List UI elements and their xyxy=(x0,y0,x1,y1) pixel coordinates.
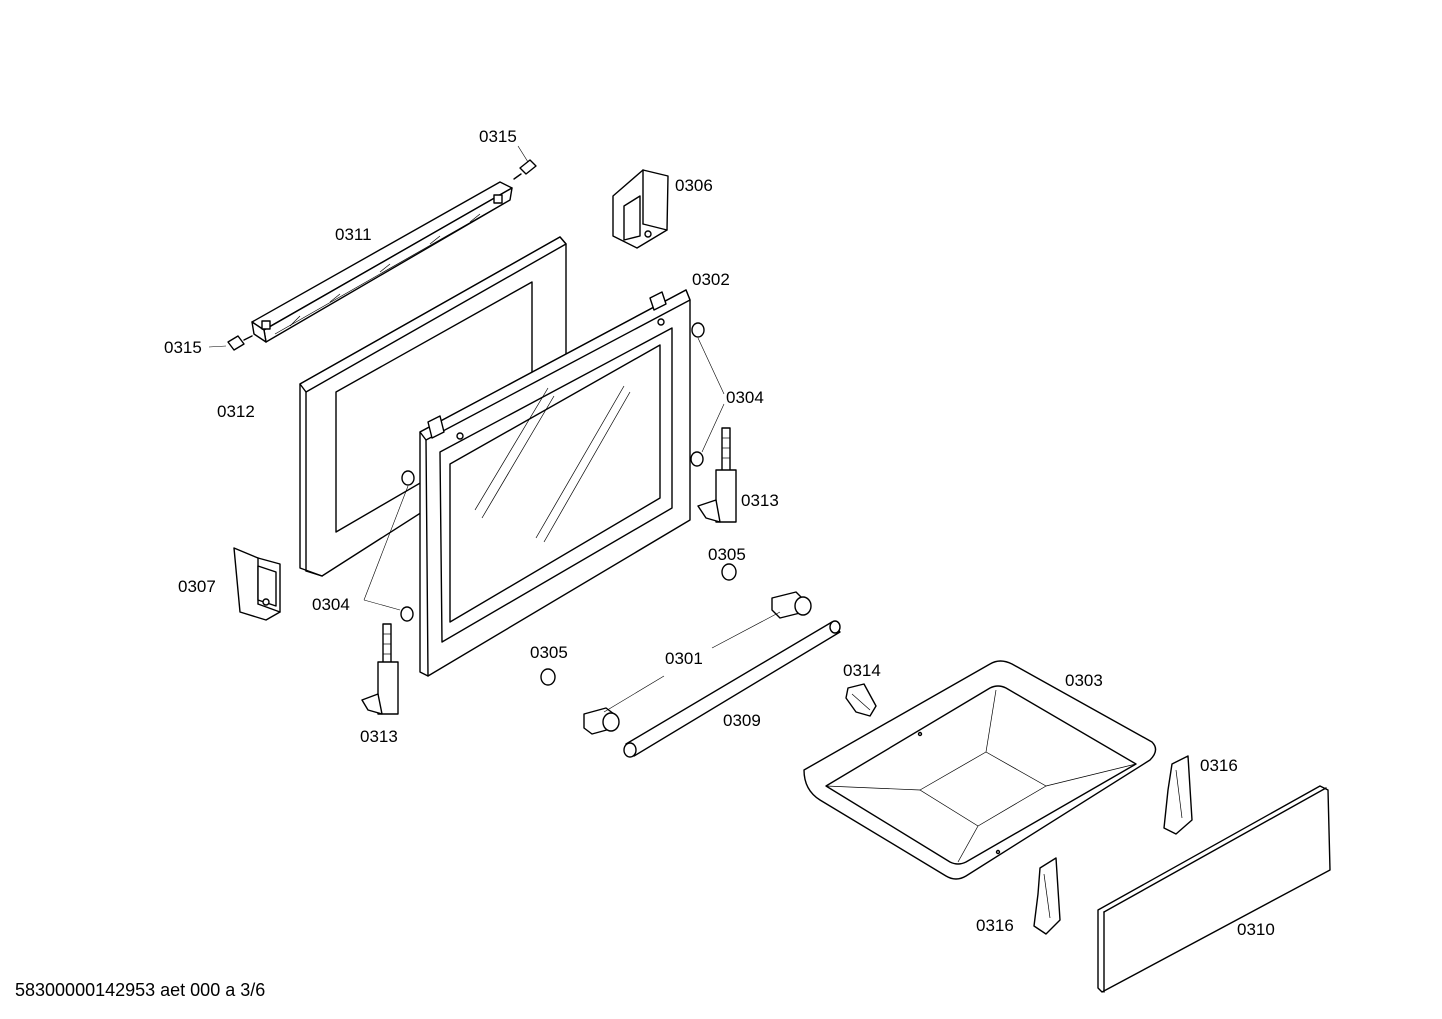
part-0307-bracket xyxy=(233,547,281,621)
part-0316-rail-left xyxy=(1033,857,1061,935)
label-0313-right: 0313 xyxy=(741,491,779,510)
label-0307: 0307 xyxy=(178,577,216,596)
label-0311: 0311 xyxy=(335,225,372,244)
leader-lines xyxy=(208,145,781,713)
label-0315-left: 0315 xyxy=(164,338,202,357)
label-0313-left: 0313 xyxy=(360,727,398,746)
part-0304-bush-1 xyxy=(401,470,415,486)
part-0305-bush-1 xyxy=(721,563,737,581)
label-0303: 0303 xyxy=(1065,671,1103,690)
label-0310: 0310 xyxy=(1237,920,1275,939)
label-0315-top: 0315 xyxy=(479,127,517,146)
part-0306-bracket xyxy=(612,169,669,249)
label-0314: 0314 xyxy=(843,661,881,680)
part-0316-rail-right xyxy=(1163,755,1193,835)
label-0304-left: 0304 xyxy=(312,595,350,614)
part-0303-drawer-tray xyxy=(803,660,1157,880)
part-0311-door-trim-strip xyxy=(251,181,513,343)
label-0309: 0309 xyxy=(723,711,761,730)
label-0304-right: 0304 xyxy=(726,388,764,407)
part-0304-bush-3 xyxy=(691,322,705,338)
part-0301-handle-support-left xyxy=(583,707,620,735)
part-0304-bush-2 xyxy=(400,606,414,622)
part-0314-clip xyxy=(845,683,877,717)
document-code: 58300000142953 aet 000 a 3/6 xyxy=(15,980,266,1000)
part-0302-outer-door-frame xyxy=(419,289,691,677)
label-0305-right: 0305 xyxy=(708,545,746,564)
part-0309-handle-bar xyxy=(623,620,841,758)
part-0315-screw-top xyxy=(513,159,537,180)
part-0301-handle-support-right xyxy=(771,591,812,619)
label-0305-left: 0305 xyxy=(530,643,568,662)
label-0316-left: 0316 xyxy=(976,916,1014,935)
part-0305-bush-2 xyxy=(540,668,556,686)
label-0306: 0306 xyxy=(675,176,713,195)
part-0315-screw-left xyxy=(227,335,253,351)
part-0313-hinge-left xyxy=(361,623,399,715)
label-0302: 0302 xyxy=(692,270,730,289)
part-0313-hinge-right xyxy=(697,427,737,523)
label-0312: 0312 xyxy=(217,402,255,421)
label-0301: 0301 xyxy=(665,649,703,668)
part-0304-bush-4 xyxy=(690,451,704,467)
label-0316-right: 0316 xyxy=(1200,756,1238,775)
part-0310-drawer-front-panel xyxy=(1097,785,1331,993)
